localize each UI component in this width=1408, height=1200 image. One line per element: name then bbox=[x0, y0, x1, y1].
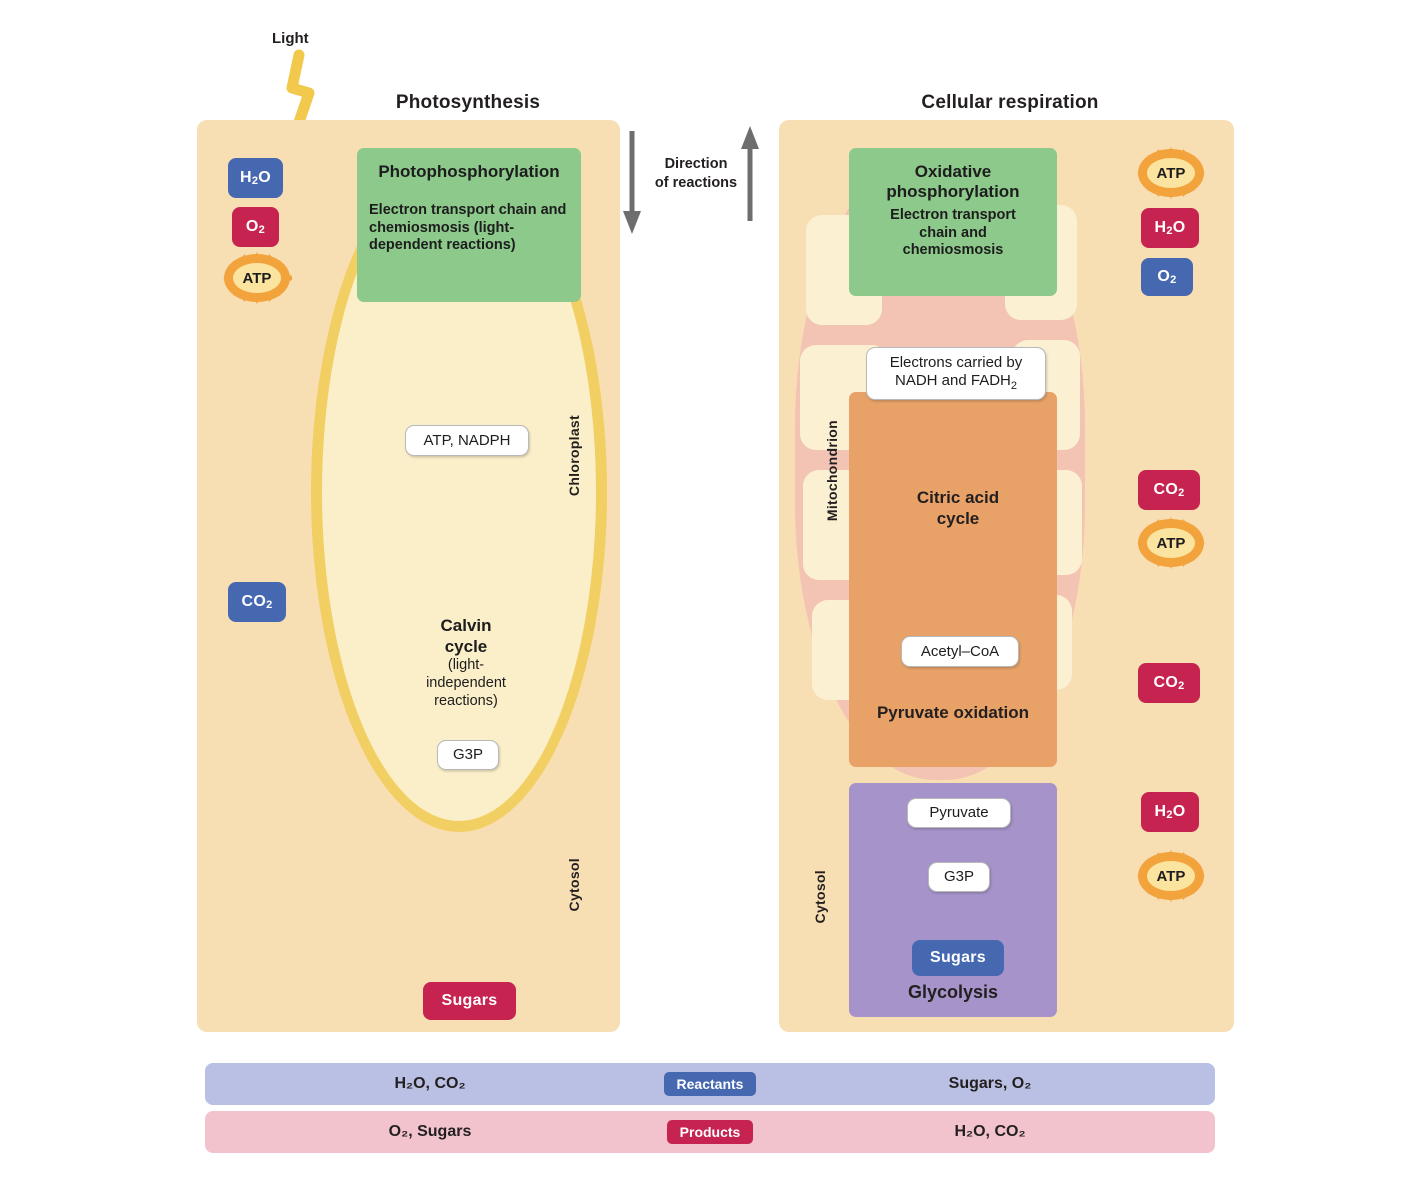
glycolysis-atp-output[interactable]: ATP bbox=[1136, 850, 1206, 902]
atp-burst-icon bbox=[1137, 147, 1205, 199]
acetyl-coa-pill[interactable]: Acetyl–CoA bbox=[901, 636, 1019, 667]
sugars-input-chip[interactable]: Sugars bbox=[912, 940, 1004, 976]
electrons-line-1: Electrons carried by bbox=[889, 353, 1023, 371]
calvin-cycle-label: Calvin cycle (light- independent reactio… bbox=[426, 616, 506, 710]
oxphos-atp-output[interactable]: ATP bbox=[1136, 147, 1206, 199]
photosynthesis-title: Photosynthesis bbox=[395, 92, 541, 113]
reactants-tag: Reactants bbox=[655, 1072, 765, 1096]
pyruvate-oxidation-label: Pyruvate oxidation bbox=[876, 703, 1030, 722]
mitochondrial-matrix-box[interactable] bbox=[849, 392, 1057, 767]
h2o-label: H2O bbox=[1154, 219, 1186, 237]
glycolysis-title: Glycolysis bbox=[907, 982, 999, 1002]
products-right-value: H₂O, CO₂ bbox=[954, 1123, 1026, 1140]
photophosphorylation-box[interactable]: Photophosphorylation Electron transport … bbox=[357, 148, 581, 302]
products-legend-bar: O₂, Sugars Products H₂O, CO₂ bbox=[205, 1111, 1215, 1153]
h2o-label: H2O bbox=[239, 169, 272, 187]
oxphos-header-2: phosphorylation bbox=[886, 182, 1020, 202]
pyruvate-pill[interactable]: Pyruvate bbox=[907, 798, 1011, 828]
oxidative-phosphorylation-box[interactable]: Oxidative phosphorylation Electron trans… bbox=[849, 148, 1057, 296]
o2-label: O2 bbox=[1157, 268, 1177, 286]
photosynthesis-cytosol-label: Cytosol bbox=[566, 858, 582, 912]
o2-input-chip-resp[interactable]: O2 bbox=[1141, 258, 1193, 296]
mitochondrion-label: Mitochondrion bbox=[824, 420, 840, 522]
electrons-line-2: NADH and FADH2 bbox=[895, 371, 1017, 392]
photosynthesis-g3p-pill[interactable]: G3P bbox=[437, 740, 499, 770]
photophosphorylation-sub: Electron transport chain and chemiosmosi… bbox=[369, 202, 567, 254]
reactants-legend-bar: H₂O, CO₂ Reactants Sugars, O₂ bbox=[205, 1063, 1215, 1105]
respiration-cytosol-label: Cytosol bbox=[812, 870, 828, 924]
h2o-input-chip[interactable]: H2O bbox=[228, 158, 283, 198]
products-left-value: O₂, Sugars bbox=[388, 1123, 472, 1140]
products-tag: Products bbox=[655, 1120, 765, 1144]
photosynthesis-atp-output[interactable]: ATP bbox=[222, 252, 292, 304]
atp-label: ATP bbox=[242, 269, 272, 287]
pyruvate-ox-co2-output-chip[interactable]: CO2 bbox=[1138, 663, 1200, 703]
co2-label: CO2 bbox=[1153, 481, 1185, 499]
oxphos-sub: Electron transport chain and chemiosmosi… bbox=[890, 207, 1016, 259]
sugars-output-chip[interactable]: Sugars bbox=[423, 982, 516, 1020]
atp-label: ATP bbox=[1156, 867, 1186, 885]
citric-acid-cycle-label: Citric acid cycle bbox=[916, 488, 1000, 529]
co2-label: CO2 bbox=[241, 593, 273, 611]
co2-label: CO2 bbox=[1153, 674, 1185, 692]
co2-input-chip[interactable]: CO2 bbox=[228, 582, 286, 622]
electrons-carried-pill[interactable]: Electrons carried by NADH and FADH2 bbox=[866, 347, 1046, 400]
citric-co2-output-chip[interactable]: CO2 bbox=[1138, 470, 1200, 510]
direction-of-reactions-label: Direction of reactions bbox=[654, 156, 738, 191]
direction-down-arrow bbox=[623, 131, 641, 234]
atp-burst-icon bbox=[1137, 850, 1205, 902]
oxphos-h2o-output-chip[interactable]: H2O bbox=[1141, 208, 1199, 248]
atp-nadph-pill[interactable]: ATP, NADPH bbox=[405, 425, 529, 456]
atp-burst-icon bbox=[1137, 517, 1205, 569]
sugars-input-label: Sugars bbox=[929, 949, 987, 966]
citric-atp-output[interactable]: ATP bbox=[1136, 517, 1206, 569]
chloroplast-label: Chloroplast bbox=[566, 415, 582, 497]
sugars-label: Sugars bbox=[441, 992, 498, 1009]
photophosphorylation-header: Photophosphorylation bbox=[378, 162, 560, 181]
atp-label: ATP bbox=[1156, 164, 1186, 182]
light-label: Light bbox=[272, 30, 309, 47]
glycolysis-h2o-output-chip[interactable]: H2O bbox=[1141, 792, 1199, 832]
o2-output-chip[interactable]: O2 bbox=[232, 207, 279, 247]
respiration-g3p-pill[interactable]: G3P bbox=[928, 862, 990, 892]
atp-burst-icon bbox=[223, 252, 292, 304]
o2-label: O2 bbox=[245, 218, 266, 236]
respiration-title: Cellular respiration bbox=[921, 92, 1099, 113]
reactants-right-value: Sugars, O₂ bbox=[948, 1075, 1032, 1092]
oxphos-header-1: Oxidative bbox=[914, 162, 992, 181]
reactants-left-value: H₂O, CO₂ bbox=[394, 1075, 466, 1092]
atp-label: ATP bbox=[1156, 534, 1186, 552]
h2o-label: H2O bbox=[1154, 803, 1186, 821]
